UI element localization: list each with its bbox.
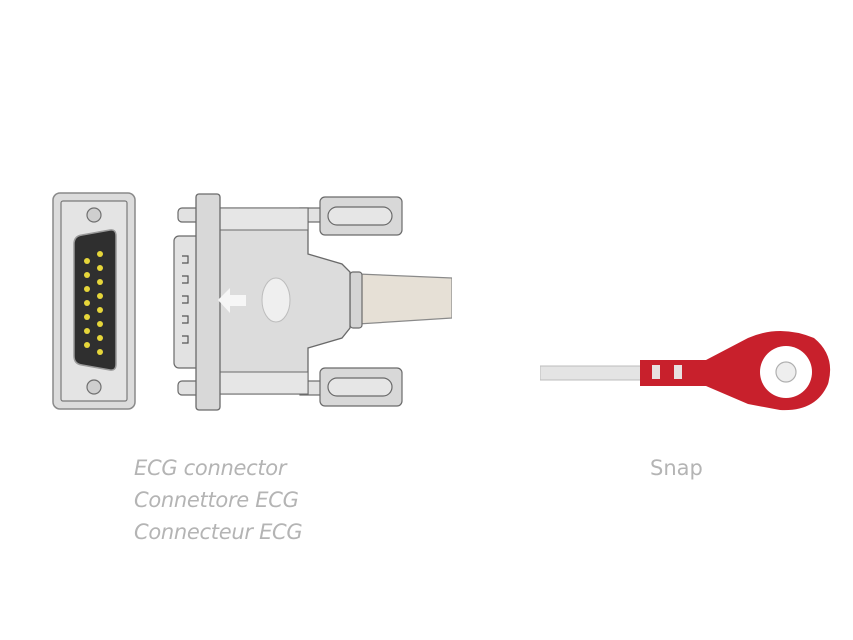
ecg-connector-caption: ECG connector Connettore ECG Connecteur … xyxy=(134,452,303,548)
screw-hole-bottom xyxy=(86,379,102,395)
grip-icon xyxy=(261,277,291,323)
snap-electrode-diagram xyxy=(540,331,831,411)
db15-socket-diagram xyxy=(52,192,136,410)
caption-english: ECG connector xyxy=(134,456,287,480)
caption-french: Connecteur ECG xyxy=(134,520,303,544)
cable xyxy=(357,273,452,325)
caption-italian: Connettore ECG xyxy=(134,488,299,512)
thumbscrew-bottom xyxy=(319,367,403,407)
snap-stud xyxy=(775,361,797,383)
db15-plug-diagram xyxy=(173,193,452,411)
socket-shell xyxy=(73,229,117,371)
arrow-left-icon xyxy=(218,288,246,313)
thumbscrew-top xyxy=(319,196,403,236)
snap-cable xyxy=(540,365,645,381)
screw-hole-top xyxy=(86,207,102,223)
snap-caption: Snap xyxy=(650,456,703,480)
